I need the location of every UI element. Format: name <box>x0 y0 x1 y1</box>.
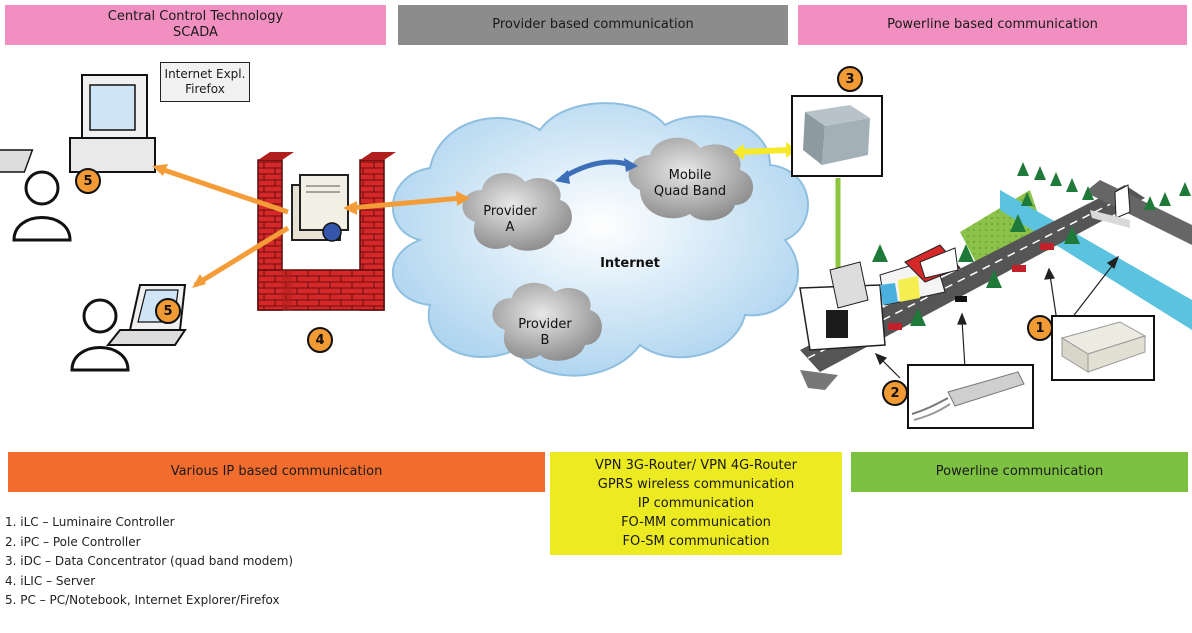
pole-controller-photo <box>907 364 1034 429</box>
user-icon-1 <box>12 170 72 242</box>
badge-5-laptop: 5 <box>155 298 181 324</box>
legend: 1. iLC – Luminaire Controller 2. iPC – P… <box>5 513 293 611</box>
vpn-communication-box: VPN 3G-Router/ VPN 4G-Router GPRS wirele… <box>550 452 842 555</box>
badge-3: 3 <box>837 66 863 92</box>
header-powerline: Powerline based communication <box>798 5 1187 45</box>
vpn-line-2: GPRS wireless communication <box>597 477 795 492</box>
provider-a-label: Provider A <box>480 204 540 236</box>
badge-4: 4 <box>307 327 333 353</box>
mobile-cloud <box>628 137 754 221</box>
legend-item-5: 5. PC – PC/Notebook, Internet Explorer/F… <box>5 593 280 607</box>
ip-communication-label: Various IP based communication <box>170 464 383 479</box>
legend-item-4: 4. iLIC – Server <box>5 573 96 588</box>
yellow-arrowhead-2 <box>733 144 744 160</box>
internet-cloud <box>392 102 809 377</box>
badge-1: 1 <box>1027 315 1053 341</box>
vpn-line-1: VPN 3G-Router/ VPN 4G-Router <box>595 458 797 473</box>
orange-arrowheads <box>152 164 470 288</box>
blue-arrowhead-left <box>555 170 570 184</box>
server-icon <box>291 174 349 242</box>
badge-2: 2 <box>882 380 908 406</box>
user-icon-2 <box>70 298 130 372</box>
legend-item-3: 3. iDC – Data Concentrator (quad band mo… <box>5 554 294 568</box>
powerline-communication-bar: Powerline communication <box>851 452 1188 492</box>
header-central-line2: SCADA <box>173 25 218 40</box>
internet-label: Internet <box>600 256 660 271</box>
network-diagram <box>0 74 1192 429</box>
orange-ip-arrows <box>157 165 463 288</box>
street-scene <box>799 162 1192 390</box>
blue-arrowhead-right <box>624 158 638 172</box>
badge-5-desktop: 5 <box>75 168 101 194</box>
header-central-control: Central Control Technology SCADA <box>5 5 386 45</box>
header-central-line1: Central Control Technology <box>107 9 284 24</box>
luminaire-controller-photo <box>1051 315 1155 381</box>
provider-b-line1: Provider <box>518 317 572 332</box>
vpn-line-5: FO-SM communication <box>622 534 770 549</box>
browser-label-line1: Internet Expl. <box>164 67 246 81</box>
blue-link-arrow <box>560 159 631 181</box>
browser-label-box: Internet Expl. Firefox <box>160 62 250 102</box>
provider-b-label: Provider B <box>515 317 575 349</box>
vpn-line-4: FO-MM communication <box>621 515 771 530</box>
header-provider: Provider based communication <box>398 5 788 45</box>
header-provider-label: Provider based communication <box>492 17 694 32</box>
ip-communication-bar: Various IP based communication <box>8 452 545 492</box>
mobile-label: Mobile Quad Band <box>640 168 740 200</box>
provider-a-cloud <box>462 172 572 251</box>
provider-b-cloud <box>492 282 602 361</box>
data-concentrator-photo <box>791 95 883 177</box>
vpn-line-3: IP communication <box>637 496 755 511</box>
mobile-line1: Mobile <box>668 168 712 183</box>
legend-item-1: 1. iLC – Luminaire Controller <box>5 515 175 529</box>
powerline-communication-label: Powerline communication <box>935 464 1104 479</box>
provider-a-line2: A <box>505 220 515 235</box>
mobile-line2: Quad Band <box>653 184 727 199</box>
browser-label-line2: Firefox <box>185 82 225 96</box>
header-powerline-label: Powerline based communication <box>887 17 1098 32</box>
desktop-pc-icon <box>0 74 156 173</box>
provider-b-line2: B <box>540 333 550 348</box>
provider-a-line1: Provider <box>483 204 537 219</box>
yellow-link <box>739 147 791 155</box>
legend-item-2: 2. iPC – Pole Controller <box>5 534 141 549</box>
